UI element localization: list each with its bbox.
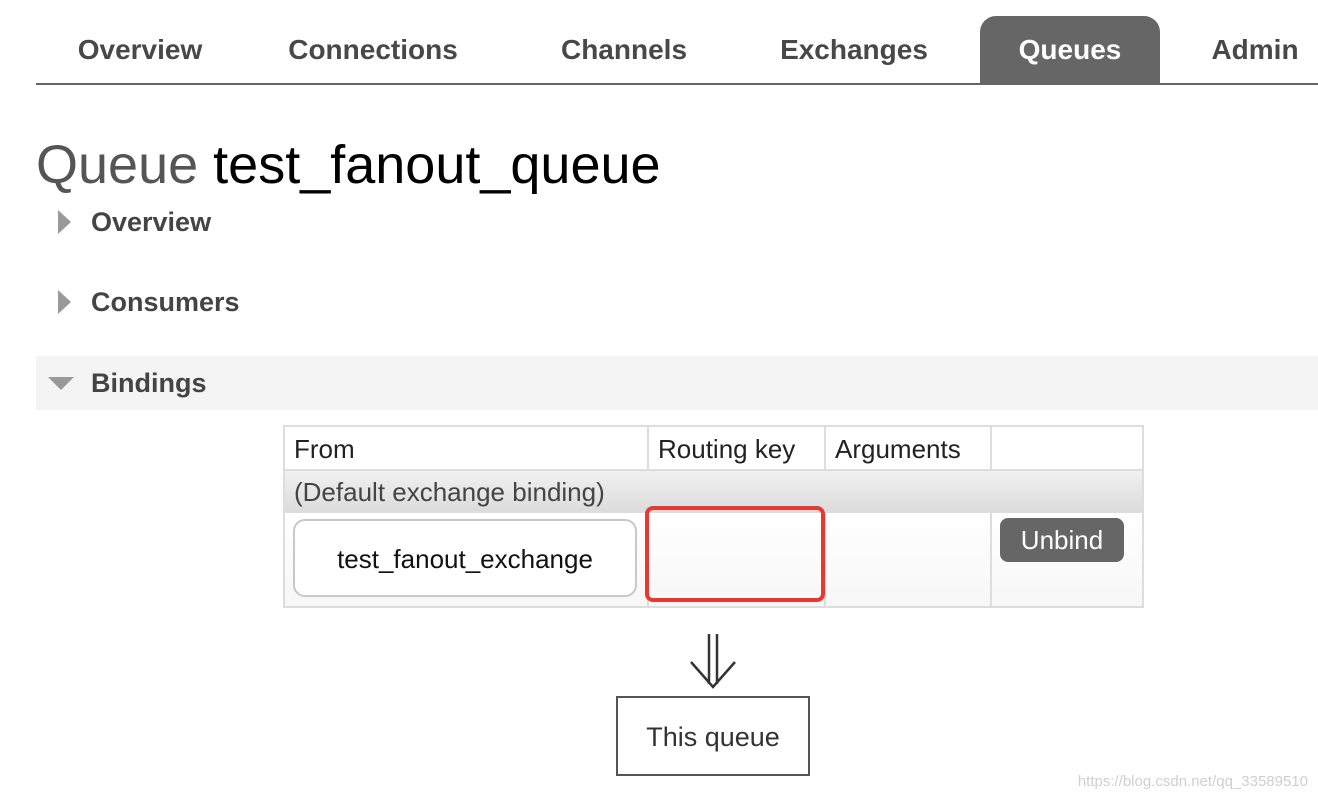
column-divider [824,513,826,606]
table-row: test_fanout_exchange Unbind [285,506,1142,606]
page-title-prefix: Queue [36,135,199,195]
expanded-triangle-icon [48,377,74,390]
tab-connections[interactable]: Connections [288,34,458,65]
unbind-button[interactable]: Unbind [1000,518,1124,562]
collapsed-triangle-icon [58,210,71,234]
page-title: Queue test_fanout_queue [36,134,661,196]
routing-key-highlight [645,506,825,602]
collapsed-triangle-icon [58,290,71,314]
bindings-table: From Routing key Arguments (Default exch… [283,425,1144,608]
main-nav: Overview Connections Channels Exchanges … [36,16,1318,85]
column-header-from: From [285,427,649,469]
column-divider [990,513,992,606]
tab-channels[interactable]: Channels [560,34,688,65]
tab-overview[interactable]: Overview [77,34,203,65]
tab-exchanges[interactable]: Exchanges [780,34,928,65]
column-header-routing-key: Routing key [649,427,826,469]
section-overview[interactable]: Overview [36,195,1318,249]
double-down-arrow-icon [690,634,736,689]
section-bindings[interactable]: Bindings [36,356,1318,410]
tab-admin[interactable]: Admin [1211,34,1299,65]
queue-name: test_fanout_queue [213,135,661,195]
section-consumers-label: Consumers [91,287,240,317]
tab-queues[interactable]: Queues [980,16,1160,83]
exchange-link[interactable]: test_fanout_exchange [293,519,637,597]
this-queue-box: This queue [616,696,810,776]
watermark: https://blog.csdn.net/qq_33589510 [1077,773,1308,790]
column-header-arguments: Arguments [826,427,992,469]
column-header-actions [992,427,1142,469]
section-bindings-label: Bindings [91,368,207,398]
section-overview-label: Overview [91,207,212,237]
bindings-header-row: From Routing key Arguments [285,427,1142,471]
section-consumers[interactable]: Consumers [36,275,1318,329]
